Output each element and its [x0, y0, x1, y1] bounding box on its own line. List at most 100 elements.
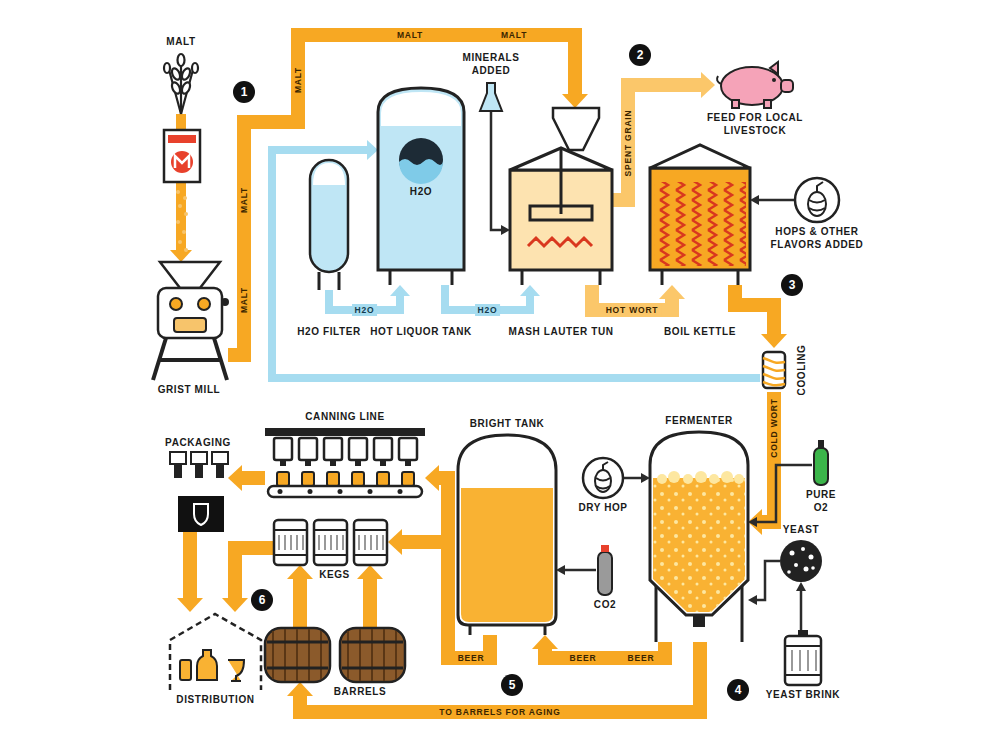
arrow-head — [520, 285, 540, 296]
equipment-node: MINERALS ADDED — [480, 82, 502, 112]
equipment-node: PURE O2 — [812, 440, 830, 485]
equipment-label: MASH LAUTER TUN — [508, 326, 613, 339]
flow-label: H2O — [352, 304, 378, 316]
flow-connector — [228, 465, 265, 491]
flow-connector — [623, 473, 650, 483]
callout-number: 5 — [501, 674, 523, 696]
flow-connector — [357, 565, 383, 628]
pipe-line — [756, 561, 780, 600]
equipment-label: HOPS & OTHER FLAVORS ADDED — [767, 226, 867, 251]
flow-connector — [735, 285, 787, 348]
flow-label: MALT — [394, 29, 426, 41]
flow-connector — [272, 140, 760, 378]
equipment-node: KEGS — [273, 520, 388, 565]
flow-label: H2O — [475, 304, 501, 316]
equipment-label: CANNING LINE — [305, 411, 384, 424]
flow-label: MALT — [292, 64, 304, 96]
equipment-node: FERMENTER — [650, 432, 748, 642]
arrow-head — [222, 598, 248, 612]
equipment-node: DISTRIBUTION — [168, 612, 263, 690]
equipment-node: H2OHOT LIQUOR TANK — [378, 88, 464, 285]
equipment-label: H2O FILTER — [297, 326, 361, 339]
pipe-line — [241, 471, 265, 485]
arrow-head — [796, 582, 806, 591]
arrow-head — [659, 285, 685, 299]
equipment-label: BARRELS — [334, 686, 387, 699]
equipment-label: MINERALS ADDED — [455, 52, 527, 77]
flow-label: BEER — [625, 652, 658, 664]
equipment-label: H2O — [410, 186, 432, 199]
flow-connector — [287, 565, 313, 628]
flow-label: BEER — [567, 652, 600, 664]
arrow-head — [367, 140, 378, 160]
equipment-label: YEAST BRINK — [766, 689, 840, 702]
pipe-line — [623, 477, 642, 480]
pipe-line — [758, 199, 795, 202]
pipe-line — [363, 578, 377, 628]
arrow-head — [701, 72, 715, 98]
arrow-head — [425, 465, 439, 491]
flow-connector — [177, 532, 203, 612]
equipment-node: BRIGHT TANK — [458, 435, 556, 635]
equipment-node: MALT — [158, 52, 204, 114]
flow-connector — [222, 548, 273, 612]
arrow-head — [287, 565, 313, 579]
arrow-head — [562, 94, 588, 108]
equipment-node: H2O FILTER — [308, 160, 350, 290]
equipment-label: PACKAGING — [165, 437, 231, 450]
equipment-label: KEGS — [319, 569, 350, 582]
equipment-label: MALT — [166, 36, 195, 49]
equipment-node: YEAST — [780, 540, 822, 582]
flow-label: SPENT GRAIN — [622, 106, 634, 179]
pipe-line — [735, 285, 774, 335]
pipe-line — [491, 112, 502, 230]
arrow-head — [390, 285, 410, 296]
equipment-label: PURE O2 — [801, 489, 841, 514]
arrow-head — [228, 465, 242, 491]
equipment-label: FERMENTER — [665, 415, 733, 428]
arrow-head — [357, 565, 383, 579]
equipment-node: COOLING — [760, 348, 788, 392]
callout-number: 4 — [727, 679, 749, 701]
arrow-head — [388, 529, 402, 555]
equipment-label: HOT LIQUOR TANK — [370, 326, 472, 339]
callout-number: 6 — [251, 589, 273, 611]
equipment-node: HOPS & OTHER FLAVORS ADDED — [795, 178, 839, 222]
arrow-head — [170, 250, 192, 262]
arrow-head — [287, 682, 313, 696]
equipment-label: FEED FOR LOCAL LIVESTOCK — [700, 112, 810, 137]
pipe-line — [756, 465, 812, 522]
flow-label: HOT WORT — [603, 304, 662, 316]
equipment-node: BARRELS — [265, 628, 405, 682]
pipe-line — [293, 578, 307, 628]
pipe-line — [800, 590, 803, 630]
equipment-node: BOIL KETTLE — [650, 145, 750, 285]
flow-label: TO BARRELS FOR AGING — [436, 706, 563, 718]
equipment-node: PACKAGING — [168, 452, 228, 532]
flow-connector — [556, 565, 596, 575]
equipment-label: DRY HOP — [578, 502, 627, 515]
equipment-node: FEED FOR LOCAL LIVESTOCK — [715, 62, 795, 108]
equipment-label: CO2 — [594, 599, 616, 612]
equipment-node: CANNING LINE — [265, 428, 425, 498]
equipment-label: GRIST MILL — [158, 384, 221, 397]
flow-label: BEER — [455, 652, 488, 664]
flow-connector — [748, 465, 812, 527]
equipment-node: YEAST BRINK — [783, 630, 823, 685]
pipe-line — [272, 150, 760, 378]
equipment-label: COOLING — [796, 345, 809, 396]
arrow-head — [761, 334, 787, 348]
flow-label: COLD WORT — [768, 396, 780, 462]
pipe-line — [564, 569, 596, 572]
arrow-head — [532, 635, 558, 649]
callout-number: 1 — [233, 81, 255, 103]
flow-label: MALT — [498, 29, 530, 41]
equipment-node: GRIST MILL — [150, 262, 228, 380]
flow-connector — [750, 195, 795, 205]
callout-number: 2 — [629, 44, 651, 66]
pipe-line — [183, 532, 197, 599]
